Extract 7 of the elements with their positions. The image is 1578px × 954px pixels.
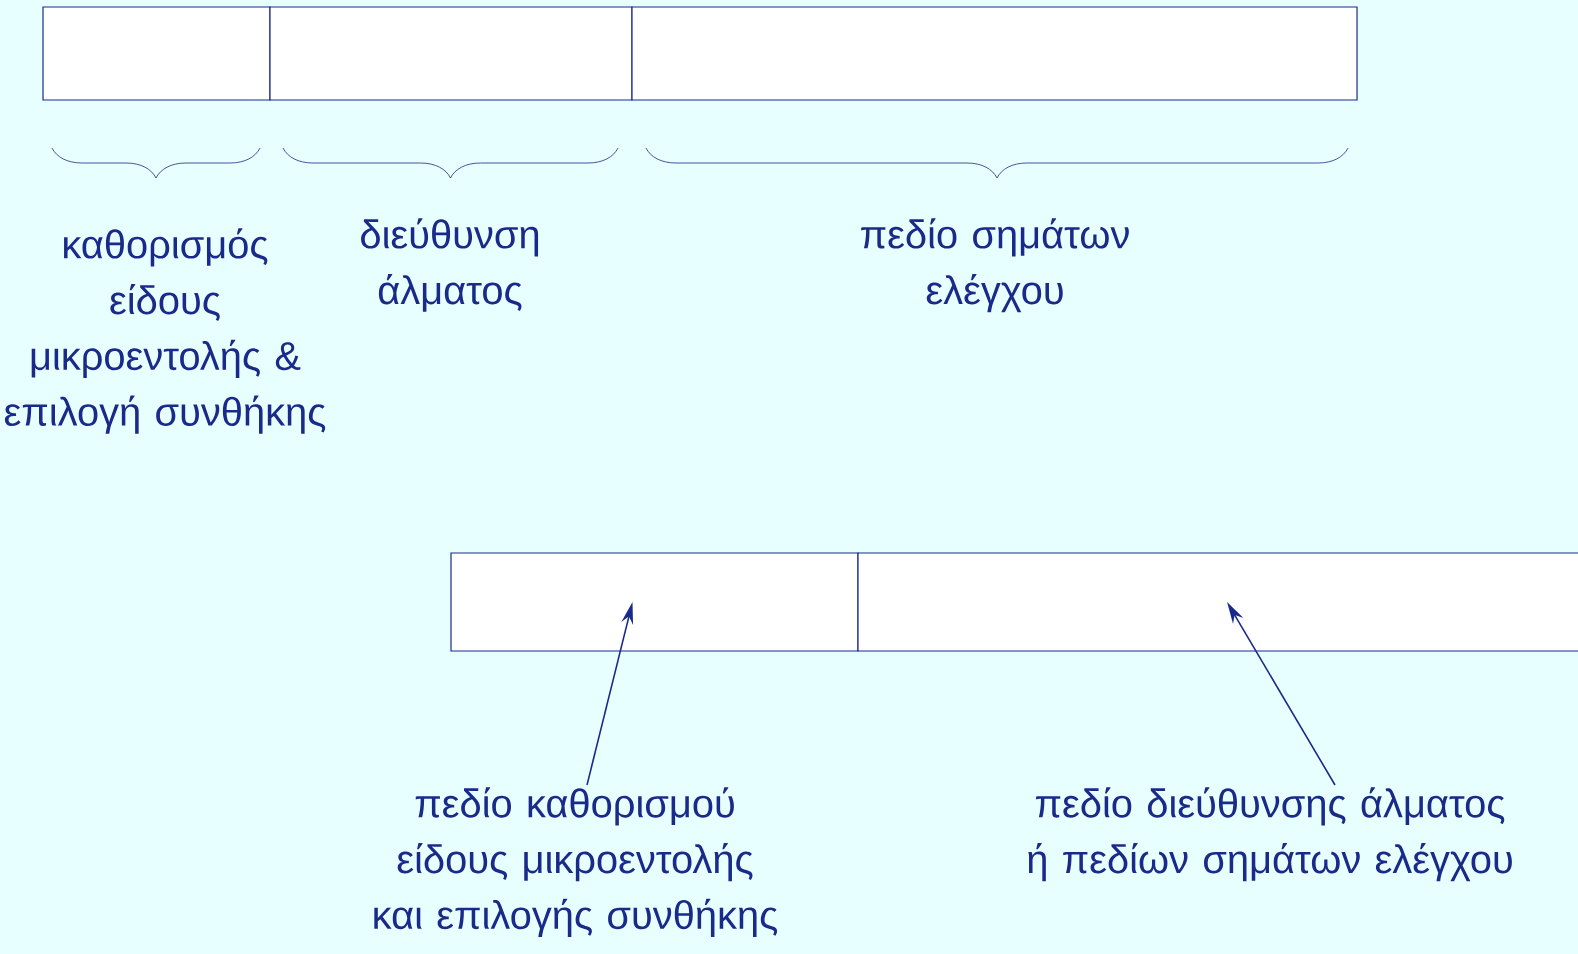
field-label: πεδίο σημάτων ελέγχου <box>861 218 1129 313</box>
field-box <box>857 552 1578 652</box>
field-label: διεύθυνση άλματος <box>361 218 539 312</box>
callout-text: πεδίο διεύθυνσης άλματος ή πεδίων σημάτων ελέγχου <box>1028 787 1512 882</box>
field-label: καθορισμός είδους μικροεντολής & επιλογή συνθήκης <box>4 228 326 434</box>
field-box <box>450 552 859 652</box>
callout-text: πεδίο καθορισμού είδους μικροεντολής και επιλογής συνθήκης <box>374 787 778 938</box>
